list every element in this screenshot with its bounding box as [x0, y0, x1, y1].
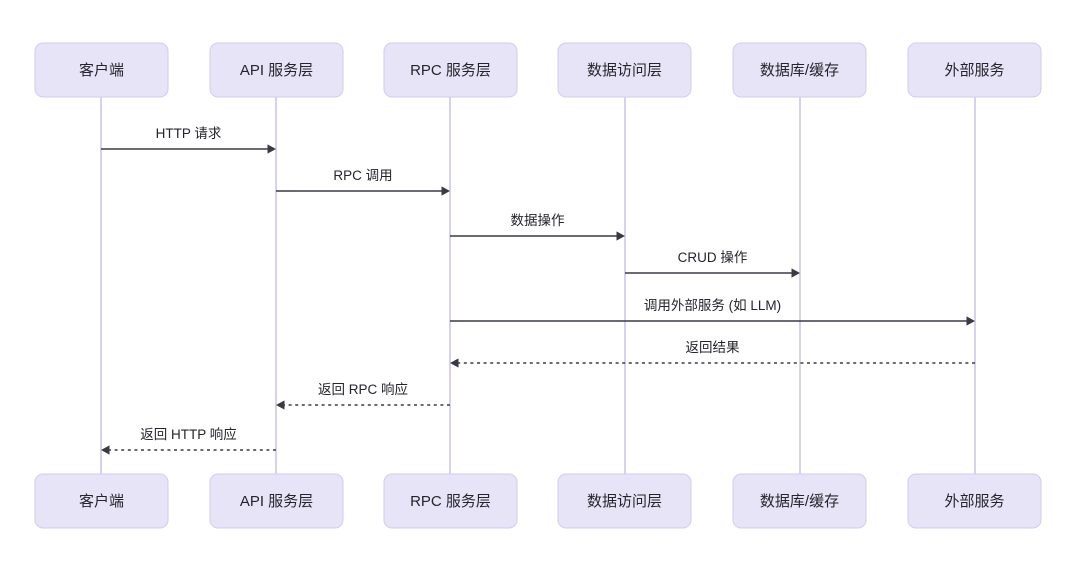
message-m4-arrowhead — [791, 268, 800, 278]
actor-rpc-bottom-bg — [383, 473, 518, 529]
message-m2-arrowhead — [441, 186, 450, 196]
message-m1-label: HTTP 请求 — [156, 126, 222, 141]
message-m5-arrowhead — [966, 316, 975, 326]
actor-client-top[interactable]: 客户端 — [34, 42, 169, 98]
actor-client-bottom-bg — [34, 473, 169, 529]
actors-top-layer: 客户端 API 服务层 RPC 服务层 数据访问层 数据库/缓存 外部服务 — [34, 42, 1042, 98]
lifelines-layer — [100, 97, 976, 474]
actor-rpc-top-label: RPC 服务层 — [410, 62, 491, 79]
actor-external-bottom-label: 外部服务 — [944, 493, 1004, 510]
message-m1-arrowhead — [267, 144, 276, 154]
actor-db-bottom-label: 数据库/缓存 — [760, 493, 839, 510]
actor-api-top-label: API 服务层 — [240, 62, 313, 79]
actor-api-top-bg — [209, 42, 344, 98]
actor-rpc-top[interactable]: RPC 服务层 — [383, 42, 518, 98]
message-m6-arrowhead — [450, 358, 459, 368]
actor-db-bottom-bg — [732, 473, 867, 529]
actor-api-bottom-label: API 服务层 — [240, 493, 313, 510]
actor-rpc-bottom-label: RPC 服务层 — [410, 493, 491, 510]
message-m3[interactable]: 数据操作 — [450, 213, 625, 241]
message-m5-label: 调用外部服务 (如 LLM) — [644, 298, 781, 313]
actor-db-top-bg — [732, 42, 867, 98]
actor-external-bottom-bg — [907, 473, 1042, 529]
message-m6-label: 返回结果 — [686, 340, 740, 355]
message-m1[interactable]: HTTP 请求 — [101, 126, 276, 154]
actor-db-bottom[interactable]: 数据库/缓存 — [732, 473, 867, 529]
actor-dao-bottom-label: 数据访问层 — [587, 493, 662, 510]
message-m7-label: 返回 RPC 响应 — [318, 381, 408, 397]
actor-external-top-label: 外部服务 — [944, 62, 1004, 79]
actor-dao-bottom-bg — [557, 473, 692, 529]
actor-api-bottom[interactable]: API 服务层 — [209, 473, 344, 529]
message-m2[interactable]: RPC 调用 — [276, 168, 450, 196]
message-m8[interactable]: 返回 HTTP 响应 — [101, 426, 276, 455]
actor-dao-top-label: 数据访问层 — [587, 62, 662, 79]
actor-client-bottom-label: 客户端 — [79, 493, 124, 510]
message-m5[interactable]: 调用外部服务 (如 LLM) — [450, 298, 975, 326]
actors-bottom-layer: 客户端 API 服务层 RPC 服务层 数据访问层 数据库/缓存 外部服务 — [34, 473, 1042, 529]
actor-api-top[interactable]: API 服务层 — [209, 42, 344, 98]
message-m7[interactable]: 返回 RPC 响应 — [276, 381, 450, 410]
message-m4-label: CRUD 操作 — [678, 250, 748, 265]
actor-rpc-top-bg — [383, 42, 518, 98]
actor-external-bottom[interactable]: 外部服务 — [907, 473, 1042, 529]
actor-client-top-bg — [34, 42, 169, 98]
actor-api-bottom-bg — [209, 473, 344, 529]
message-m7-arrowhead — [276, 400, 285, 410]
actor-rpc-bottom[interactable]: RPC 服务层 — [383, 473, 518, 529]
actor-dao-top[interactable]: 数据访问层 — [557, 42, 692, 98]
message-m8-arrowhead — [101, 445, 110, 455]
actor-dao-top-bg — [557, 42, 692, 98]
message-m4[interactable]: CRUD 操作 — [625, 250, 800, 278]
actor-external-top-bg — [907, 42, 1042, 98]
actor-db-top-label: 数据库/缓存 — [760, 62, 839, 79]
message-m8-label: 返回 HTTP 响应 — [140, 426, 237, 442]
actor-external-top[interactable]: 外部服务 — [907, 42, 1042, 98]
message-m3-label: 数据操作 — [511, 213, 565, 228]
actor-client-top-label: 客户端 — [79, 62, 124, 79]
message-m2-label: RPC 调用 — [333, 168, 392, 183]
message-m6[interactable]: 返回结果 — [450, 340, 975, 368]
actor-db-top[interactable]: 数据库/缓存 — [732, 42, 867, 98]
actor-dao-bottom[interactable]: 数据访问层 — [557, 473, 692, 529]
actor-client-bottom[interactable]: 客户端 — [34, 473, 169, 529]
message-m3-arrowhead — [616, 231, 625, 241]
